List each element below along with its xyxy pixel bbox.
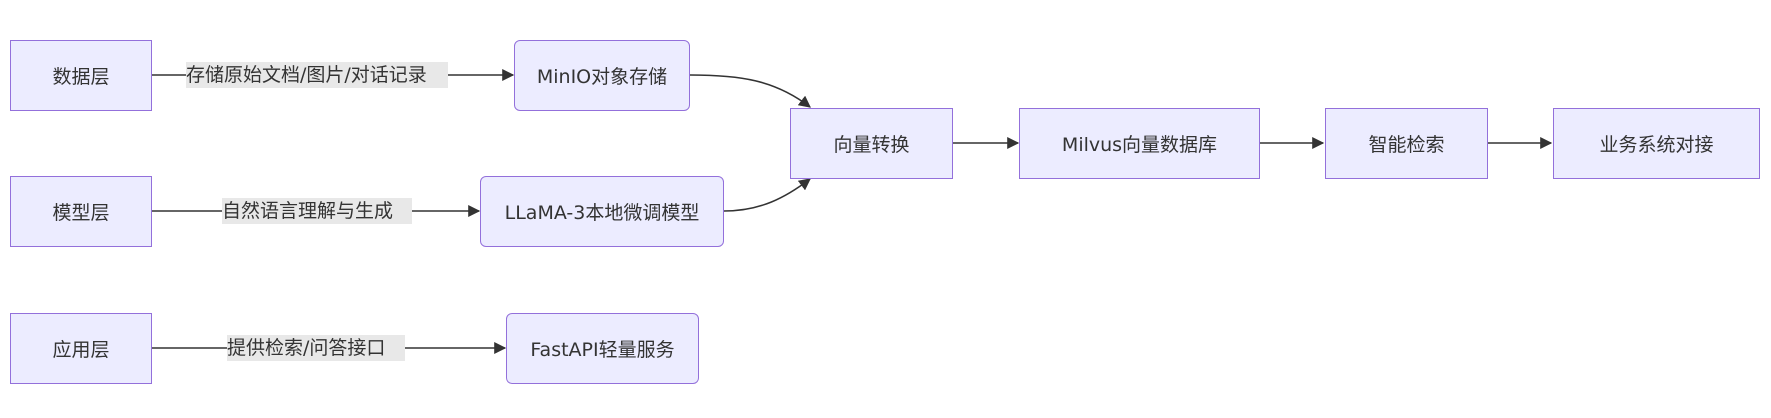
edge-label-data-to-minio: 存储原始文档/图片/对话记录 (186, 62, 448, 88)
edge-llama-to-vector (723, 178, 811, 212)
node-model-layer: 模型层 (10, 176, 152, 247)
edge-label-app-to-fastapi: 提供检索/问答接口 (227, 335, 405, 361)
node-fastapi: FastAPI轻量服务 (506, 313, 699, 384)
node-data-layer: 数据层 (10, 40, 152, 111)
node-milvus: Milvus向量数据库 (1019, 108, 1260, 179)
node-minio: MinIO对象存储 (514, 40, 690, 111)
edge-label-model-to-llama: 自然语言理解与生成 (222, 198, 412, 224)
node-llama: LLaMA-3本地微调模型 (480, 176, 724, 247)
edge-minio-to-vector (689, 74, 811, 108)
node-app-layer: 应用层 (10, 313, 152, 384)
node-smart-search: 智能检索 (1325, 108, 1488, 179)
node-business: 业务系统对接 (1553, 108, 1760, 179)
node-vector-convert: 向量转换 (790, 108, 953, 179)
